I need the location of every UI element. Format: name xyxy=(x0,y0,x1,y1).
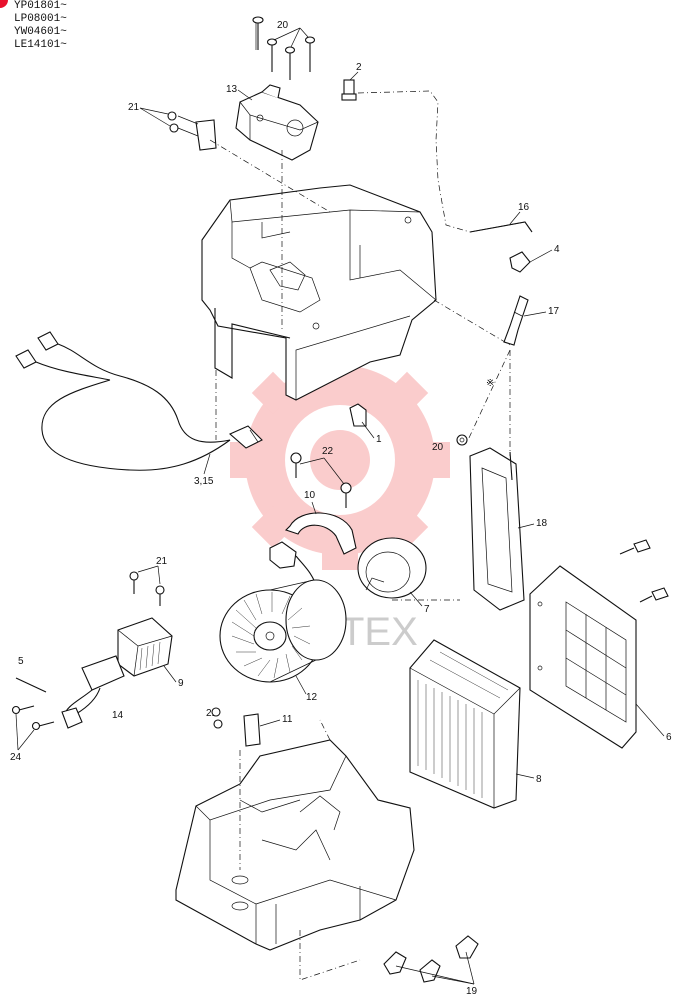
resistor-9 xyxy=(117,617,173,677)
label-4: 4 xyxy=(554,244,560,255)
serial-number-block: YP01801~ LP08001~ YW04601~ LE14101~ xyxy=(14,0,67,52)
drain-hose-17 xyxy=(503,295,529,346)
clips-19 xyxy=(383,935,479,983)
label-17: 17 xyxy=(548,306,560,317)
label-22: 22 xyxy=(322,446,334,457)
screws-lower xyxy=(211,707,261,747)
blower-fan-12 xyxy=(219,579,347,683)
screw-20-lower xyxy=(456,434,468,446)
corner-badge xyxy=(0,0,8,8)
sensor-plug-2 xyxy=(341,79,357,101)
label-21-mid: 21 xyxy=(156,556,168,567)
serial-range-4: LE14101~ xyxy=(14,39,67,51)
reference-mark-a: ※ xyxy=(486,378,494,389)
label-20-lower: 20 xyxy=(432,442,444,453)
bracket-screws-top xyxy=(167,111,217,151)
screws-22 xyxy=(290,452,352,508)
serial-range-1: YP01801~ xyxy=(14,0,67,12)
label-20-top: 20 xyxy=(277,20,289,31)
label-9: 9 xyxy=(178,678,184,689)
screws-24 xyxy=(11,705,55,731)
label-18: 18 xyxy=(536,518,548,529)
label-7: 7 xyxy=(424,604,430,615)
watermark-text: TEX xyxy=(340,610,418,654)
filter-frame-18 xyxy=(469,447,525,611)
serial-range-2: LP08001~ xyxy=(14,13,67,25)
upper-case xyxy=(201,184,437,401)
actuator-motor-13 xyxy=(235,84,319,161)
clip-1 xyxy=(349,403,367,427)
evaporator-8 xyxy=(409,639,521,809)
label-5: 5 xyxy=(18,656,24,667)
resistor-connector-14 xyxy=(61,655,125,729)
label-2: 2 xyxy=(356,62,362,73)
label-6: 6 xyxy=(666,732,672,743)
label-3-15: 3,15 xyxy=(194,476,214,487)
label-16: 16 xyxy=(518,202,530,213)
filter-cover-6 xyxy=(529,565,637,749)
fan-ring-7 xyxy=(357,537,427,599)
sensor-wire xyxy=(357,90,471,233)
screws-21-mid xyxy=(129,571,165,606)
thermistor-16 xyxy=(469,221,533,233)
label-21-top: 21 xyxy=(128,102,140,113)
label-13: 13 xyxy=(226,84,238,95)
label-11: 11 xyxy=(282,714,293,725)
label-24: 24 xyxy=(10,752,22,763)
label-14: 14 xyxy=(112,710,124,721)
screws-top xyxy=(252,16,316,80)
label-12: 12 xyxy=(306,692,318,703)
label-8: 8 xyxy=(536,774,542,785)
clip-4 xyxy=(509,251,531,273)
motor-band-10 xyxy=(284,512,357,555)
cover-screws xyxy=(619,539,669,603)
lower-case xyxy=(175,739,415,951)
label-19: 19 xyxy=(466,986,478,997)
label-10: 10 xyxy=(304,490,316,501)
serial-range-3: YW04601~ xyxy=(14,26,67,38)
label-1: 1 xyxy=(376,434,382,445)
pin-5 xyxy=(15,677,47,693)
wire-harness-3-15 xyxy=(15,331,263,471)
